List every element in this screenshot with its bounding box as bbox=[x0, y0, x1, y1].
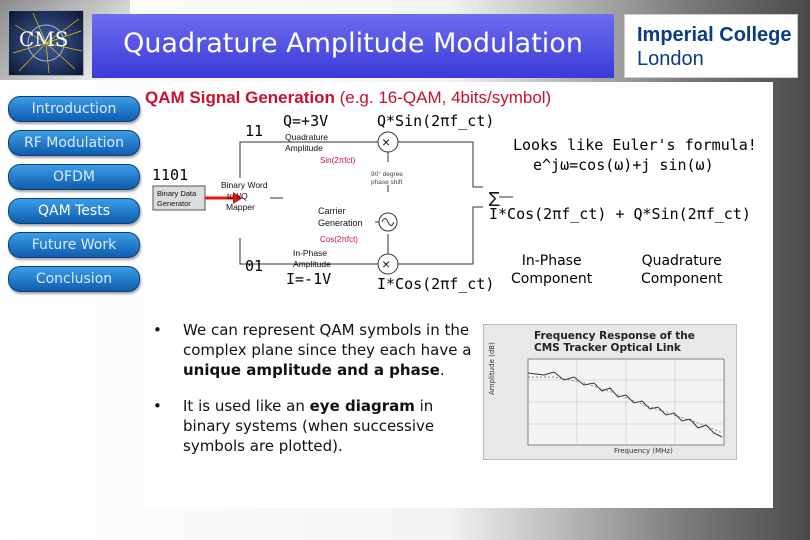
q-amplitude-label-2: Amplitude bbox=[285, 143, 323, 153]
q-bits-label: 11 bbox=[245, 122, 264, 140]
slide-content: QAM Signal Generation (e.g. 16-QAM, 4bit… bbox=[143, 82, 773, 508]
qam-sum-expression: I*Cos(2πf_ct) + Q*Sin(2πf_ct) bbox=[489, 205, 751, 223]
freq-plot-title: Frequency Response of the CMS Tracker Op… bbox=[534, 330, 695, 354]
i-bits-label: 01 bbox=[245, 257, 264, 275]
freq-response-curve bbox=[527, 371, 723, 438]
bullet-dot: • bbox=[153, 397, 162, 415]
i-voltage-label: I=-1V bbox=[286, 270, 332, 288]
freq-title-line1: Frequency Response of the bbox=[534, 330, 695, 342]
phase-shift-label-1: 90° degree bbox=[371, 170, 403, 178]
bullet-item: • We can represent QAM symbols in the co… bbox=[151, 320, 481, 380]
nav-item-conclusion[interactable]: Conclusion bbox=[8, 266, 140, 292]
q-amplitude-label-1: Quadrature bbox=[285, 132, 328, 142]
nav-item-introduction[interactable]: Introduction bbox=[8, 96, 140, 122]
i-amplitude-label-2: Amplitude bbox=[293, 259, 331, 269]
institution-name-line1: Imperial College bbox=[637, 24, 792, 46]
bullet-1-end: . bbox=[439, 361, 445, 379]
cms-logo-graphic bbox=[12, 12, 83, 74]
i-amplitude-label-1: In-Phase bbox=[293, 248, 327, 258]
title-bar: Quadrature Amplitude Modulation bbox=[92, 14, 614, 78]
bullet-2-end: in binary systems (when successive symbo… bbox=[183, 397, 435, 455]
cos-label: Cos(2πfct) bbox=[320, 235, 358, 244]
bullet-dot: • bbox=[153, 321, 162, 339]
inphase-line1: In-Phase bbox=[521, 253, 582, 269]
carrier-label-1: Carrier bbox=[318, 206, 346, 216]
binary-word-label: 1101 bbox=[152, 166, 189, 184]
red-arrow-head bbox=[233, 192, 243, 204]
cms-logo-text: CMS bbox=[19, 27, 69, 51]
euler-note-line2: e^jω=cos(ω)+j sin(ω) bbox=[533, 156, 714, 174]
phase-shift-label-2: phase shift bbox=[371, 179, 403, 186]
bullet-1-bold: unique amplitude and a phase bbox=[183, 361, 440, 379]
q-multiplier-symbol: × bbox=[382, 134, 390, 150]
freq-plot-xlabel: Frequency (MHz) bbox=[614, 447, 673, 455]
bullet-1-text: We can represent QAM symbols in the comp… bbox=[183, 321, 472, 359]
frequency-response-plot: Frequency Response of the CMS Tracker Op… bbox=[483, 324, 737, 460]
sin-label: Sin(2πfct) bbox=[320, 156, 356, 165]
slide-heading-note: (e.g. 16-QAM, 4bits/symbol) bbox=[339, 88, 552, 107]
carrier-wave-icon bbox=[381, 218, 395, 226]
nav-item-qam-tests[interactable]: QAM Tests bbox=[8, 198, 140, 224]
institution-name-line2: London bbox=[637, 48, 704, 70]
bullet-item: • It is used like an eye diagram in bina… bbox=[151, 396, 481, 456]
euler-note-line1: Looks like Euler's formula! bbox=[513, 136, 757, 154]
freq-plot-graph bbox=[527, 358, 725, 446]
cms-logo: CMS bbox=[8, 10, 84, 76]
summer-symbol: Σ bbox=[488, 189, 500, 211]
bullet-2-bold: eye diagram bbox=[309, 397, 415, 415]
nav-item-future-work[interactable]: Future Work bbox=[8, 232, 140, 258]
mapper-label-1: Binary Word bbox=[221, 180, 268, 190]
freq-title-line2: CMS Tracker Optical Link bbox=[534, 342, 681, 354]
freq-response-trend bbox=[528, 376, 723, 434]
q-voltage-label: Q=+3V bbox=[283, 112, 329, 130]
bullet-list: • We can represent QAM symbols in the co… bbox=[151, 320, 481, 472]
i-multiplier bbox=[377, 253, 399, 275]
quad-line1: Quadrature bbox=[641, 253, 722, 269]
inphase-line2: Component bbox=[511, 271, 593, 287]
binary-data-gen-label-2: Generator bbox=[157, 199, 191, 208]
quad-line2: Component bbox=[641, 271, 723, 287]
mapper-label-3: Mapper bbox=[226, 202, 255, 212]
slide-heading-main: QAM Signal Generation bbox=[145, 88, 335, 107]
binary-data-gen-label-1: Binary Data bbox=[157, 189, 197, 198]
q-product-label: Q*Sin(2πf_ct) bbox=[377, 112, 495, 130]
i-product-label: I*Cos(2πf_ct) bbox=[377, 275, 495, 293]
i-multiplier-symbol: × bbox=[382, 256, 390, 272]
slide-heading: QAM Signal Generation (e.g. 16-QAM, 4bit… bbox=[145, 88, 551, 108]
mapper-label-2: to I/Q bbox=[227, 191, 248, 201]
qam-block-diagram: Binary Data Generator Binary Word to I/Q… bbox=[152, 131, 513, 275]
imperial-college-logo: Imperial College London bbox=[624, 14, 798, 78]
nav-item-rf-modulation[interactable]: RF Modulation bbox=[8, 130, 140, 156]
q-multiplier bbox=[377, 131, 399, 153]
page-title: Quadrature Amplitude Modulation bbox=[123, 28, 583, 59]
inphase-component-label: In-Phase Component bbox=[511, 252, 592, 288]
bullet-2-text: It is used like an bbox=[183, 397, 310, 415]
quadrature-component-label: Quadrature Component bbox=[641, 252, 722, 288]
binary-data-generator-box bbox=[152, 185, 206, 211]
nav-item-ofdm[interactable]: OFDM bbox=[8, 164, 140, 190]
carrier-label-2: Generation bbox=[318, 218, 363, 228]
